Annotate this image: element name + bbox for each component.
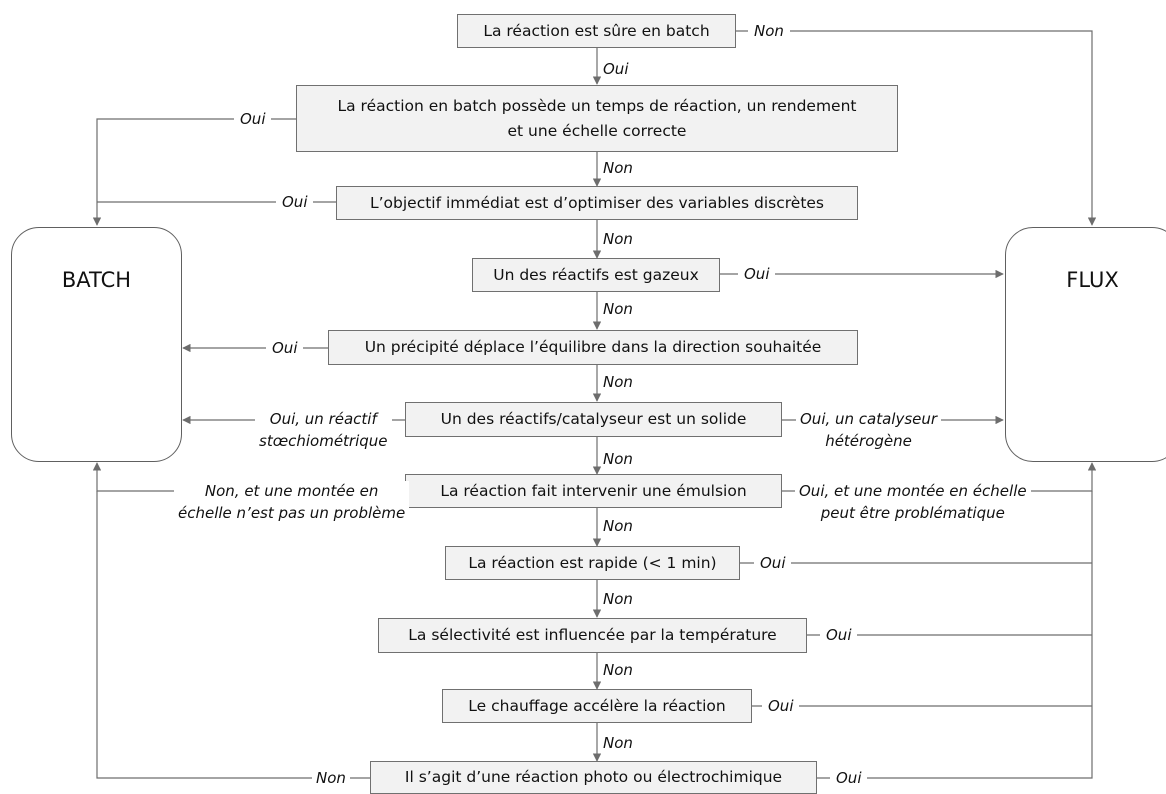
decision-box: La sélectivité est influencée par la tem… xyxy=(378,618,807,653)
decision-box: Un des réactifs est gazeux xyxy=(472,258,720,292)
left-label: Oui, un réactif stœchiométrique xyxy=(255,409,392,453)
right-label: Oui xyxy=(830,768,868,790)
right-label: Oui xyxy=(754,553,792,575)
batch-box: BATCH xyxy=(11,227,182,462)
decision-box: La réaction est rapide (< 1 min) xyxy=(445,546,740,580)
flux-title: FLUX xyxy=(1066,268,1119,292)
right-label: Oui, un catalyseur hétérogène xyxy=(796,409,942,453)
down-label: Non xyxy=(603,516,633,538)
right-label: Non xyxy=(748,21,790,43)
left-label: Oui xyxy=(266,338,304,360)
down-label: Oui xyxy=(603,59,629,81)
left-label: Non, et une montée en échelle n’est pas … xyxy=(174,481,410,525)
left-label: Oui xyxy=(234,109,272,131)
decision-box: La réaction fait intervenir une émulsion xyxy=(405,474,782,508)
decision-box: L’objectif immédiat est d’optimiser des … xyxy=(336,186,858,220)
left-label: Oui xyxy=(276,192,314,214)
left-label: Non xyxy=(312,768,350,790)
batch-title: BATCH xyxy=(61,268,132,292)
down-label: Non xyxy=(603,660,633,682)
down-label: Non xyxy=(603,589,633,611)
down-label: Non xyxy=(603,299,633,321)
right-label: Oui xyxy=(738,264,776,286)
down-label: Non xyxy=(603,372,633,394)
decision-box: La réaction est sûre en batch xyxy=(457,14,736,48)
flux-box: FLUX xyxy=(1005,227,1166,462)
right-label: Oui xyxy=(820,625,858,647)
right-label: Oui, et une montée en échelle peut être … xyxy=(795,481,1031,525)
decision-box: La réaction en batch possède un temps de… xyxy=(296,85,898,152)
decision-box: Il s’agit d’une réaction photo ou électr… xyxy=(370,761,817,794)
decision-box: Le chauffage accélère la réaction xyxy=(442,689,752,723)
down-label: Non xyxy=(603,158,633,180)
decision-box: Un des réactifs/catalyseur est un solide xyxy=(405,402,782,437)
decision-box: Un précipité déplace l’équilibre dans la… xyxy=(328,330,858,365)
right-label: Oui xyxy=(762,696,800,718)
down-label: Non xyxy=(603,449,633,471)
down-label: Non xyxy=(603,229,633,251)
down-label: Non xyxy=(603,733,633,755)
